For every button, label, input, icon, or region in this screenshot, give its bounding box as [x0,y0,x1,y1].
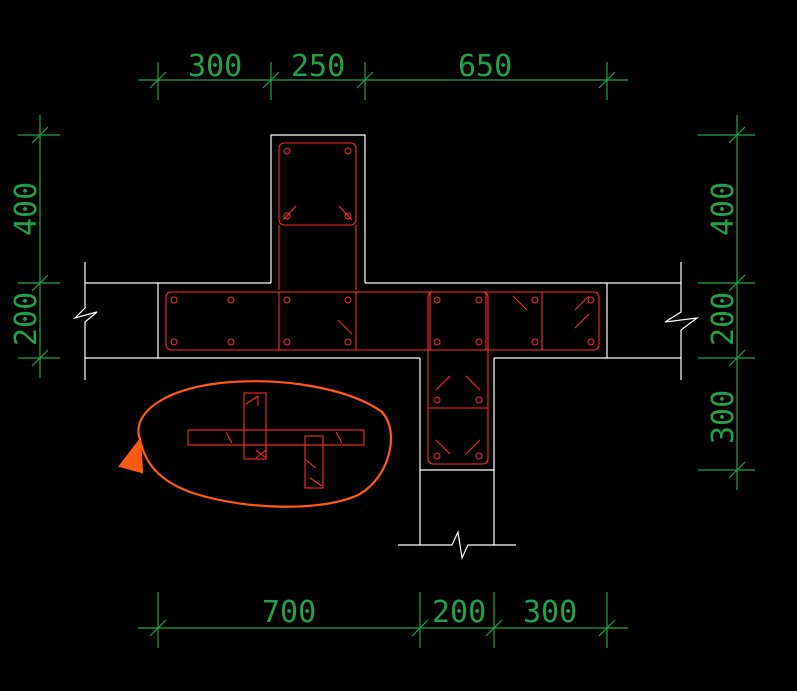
bottom-dimension-chain: 700 200 300 [138,592,628,648]
right-dim-1: 400 [706,182,741,236]
bottom-dim-1: 700 [262,595,316,630]
top-dimension-chain: 300 250 650 [138,49,628,100]
markup-arrow-icon [118,437,144,474]
left-dimension-chain: 400 200 [9,115,60,378]
tie-detail-sketch [187,392,365,489]
right-dim-2: 200 [706,292,741,346]
bottom-dim-2: 200 [432,595,486,630]
top-dim-2: 250 [291,49,345,84]
right-dimension-chain: 400 200 300 [698,115,755,490]
wall-outline [72,134,700,561]
markup-cloud [137,380,393,508]
left-dim-1: 400 [9,182,44,236]
right-dim-3: 300 [706,390,741,444]
top-dim-3: 650 [458,49,512,84]
bottom-dim-3: 300 [523,595,577,630]
left-dim-2: 200 [9,292,44,346]
top-dim-1: 300 [188,49,242,84]
markup-annotation [118,380,393,508]
rebar-layout [165,142,600,465]
